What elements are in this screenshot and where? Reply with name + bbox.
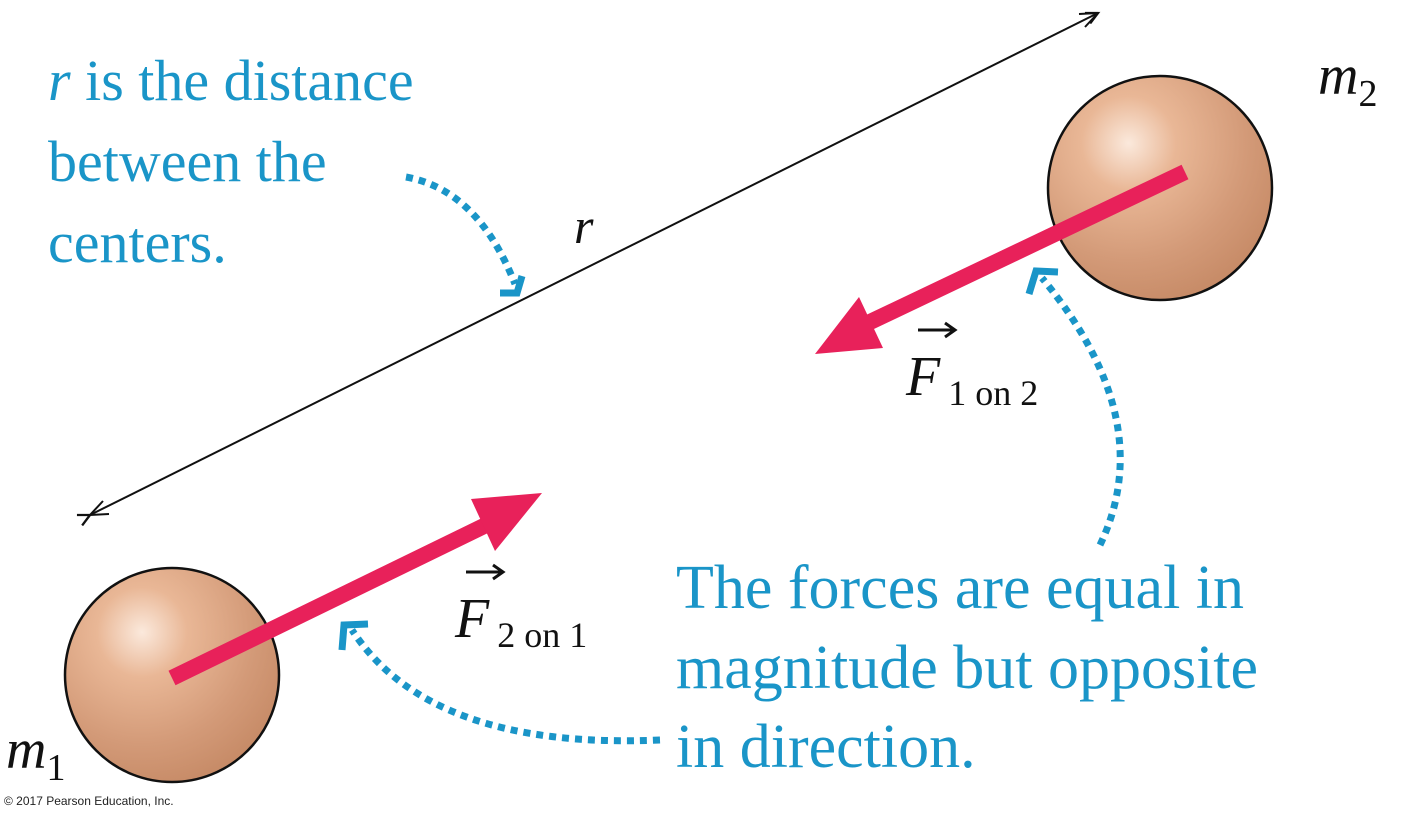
caption-line1: is the distance — [71, 48, 414, 113]
force-arrow-2-on-1 — [168, 493, 542, 686]
caption-variable-r: r — [48, 48, 71, 113]
svg-text:F2 on 1: F2 on 1 — [454, 588, 587, 655]
forces-caption-line2: magnitude but opposite — [676, 634, 1258, 702]
caption-line2: between the — [48, 129, 327, 194]
force-arrow-1-on-2 — [815, 164, 1189, 354]
mass-1-label: m1 — [6, 719, 65, 789]
vector-arrow-icon — [466, 563, 506, 581]
distance-caption: r is the distance between the centers. — [48, 48, 414, 275]
caption-line3: centers. — [48, 210, 227, 275]
mass-2-label: m2 — [1318, 45, 1377, 115]
svg-text:F1 on 2: F1 on 2 — [905, 346, 1038, 413]
copyright-notice: © 2017 Pearson Education, Inc. — [4, 794, 174, 808]
distance-end-arrowhead — [1078, 11, 1101, 28]
svg-text:r is the distance: r is the distance — [48, 48, 414, 113]
forces-caption-line1: The forces are equal in — [676, 554, 1244, 622]
forces-caption-line3: in direction. — [676, 713, 976, 781]
vector-arrow-icon — [918, 321, 958, 339]
distance-callout-arrow — [405, 173, 526, 297]
distance-label: r — [574, 198, 594, 254]
force-2-on-1-callout-arrow — [338, 620, 661, 745]
force-1-on-2-callout-arrow — [1025, 267, 1124, 547]
distance-line — [90, 13, 1098, 515]
forces-caption: The forces are equal in magnitude but op… — [676, 554, 1258, 781]
distance-start-arrowhead — [87, 500, 110, 517]
